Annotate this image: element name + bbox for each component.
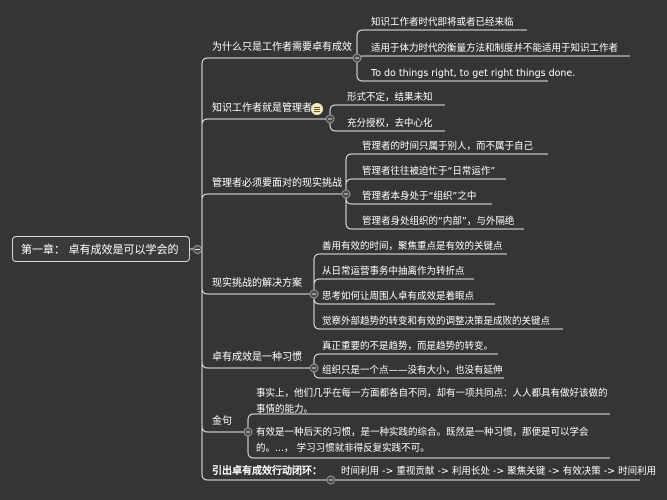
leaf-underline-5-0 (247, 413, 610, 421)
branch-solutions[interactable]: 现实挑战的解决方案 (212, 278, 302, 289)
leaf-inside-isolated[interactable]: 管理者身处组织的“内部”，与外隔绝 (362, 216, 515, 227)
leaf-action-loop-chain[interactable]: 时间利用 -> 重视贡献 -> 利用长处 -> 聚焦关键 -> 有效决策 -> … (341, 466, 657, 477)
leaf-measurement-methods[interactable]: 适用于体力时代的衡量方法和制度并不能适用于知识工作者 (371, 43, 619, 54)
branch-why-effective[interactable]: 为什么只是工作者需要卓有成效 (212, 42, 352, 53)
leaf-underline-2-1 (345, 178, 506, 186)
leaf-underline-2-2 (345, 197, 492, 205)
leaf-underline-2-0 (345, 153, 548, 161)
branch-action-loop[interactable]: 引出卓有成效行动闭环： (212, 466, 322, 477)
leaf-quote-common-ability[interactable]: 事实上，他们几乎在每一方面都各自不同，却有一项共同点：人人都具有做好该做的事情的… (256, 388, 608, 415)
branch-habit[interactable]: 卓有成效是一种习惯 (212, 352, 302, 363)
root-collapse-button[interactable] (193, 245, 202, 254)
branch-underline-5 (201, 425, 248, 433)
root-topic-label: 第一章： 卓有成效是可以学会的 (21, 243, 179, 256)
leaf-quote-habit[interactable]: 有效是一种后天的习惯，是一种实践的综合。既然是一种习惯，那便是可以学会的。...… (256, 427, 589, 454)
root-topic[interactable]: 第一章： 卓有成效是可以学会的 (12, 236, 190, 262)
leaf-underline-4-0 (313, 353, 498, 361)
leaf-underline-0-1 (356, 55, 630, 63)
leaf-daily-operations[interactable]: 管理者往往被迫忙于“日常运作” (362, 166, 496, 177)
branch-underline-1 (201, 118, 330, 126)
leaf-step-away[interactable]: 从日常运营事务中抽离作为转折点 (322, 266, 465, 277)
leaf-underline-3-3 (313, 322, 563, 330)
leaf-form-uncertain[interactable]: 形式不定，结果未知 (347, 92, 433, 103)
leaf-delegation[interactable]: 充分授权，去中心化 (347, 118, 433, 129)
leaf-underline-3-2 (313, 297, 495, 305)
leaf-others-effective[interactable]: 思考如何让周围人卓有成效是着眼点 (322, 291, 475, 302)
leaf-underline-0-0 (356, 29, 527, 37)
leaf-organization-point[interactable]: 组织只是一个点——没有大小，也没有延伸 (322, 365, 503, 376)
leaf-underline-3-0 (313, 253, 507, 261)
branch-knowledge-workers-are-managers[interactable]: 知识工作者就是管理者 (212, 103, 312, 114)
leaf-underline-1-0 (329, 104, 445, 112)
branch-underline-2 (201, 193, 346, 201)
leaf-underline-0-2 (356, 74, 548, 82)
branch-real-challenges[interactable]: 管理者必须要面对的现实挑战 (212, 178, 342, 189)
leaf-use-time[interactable]: 善用有效的时间，聚焦重点是有效的关键点 (322, 241, 503, 252)
branch-underline-6 (201, 473, 331, 481)
leaf-underline-5-1 (247, 451, 610, 459)
leaf-trend-change[interactable]: 真正重要的不是趋势，而是趋势的转变。 (322, 341, 494, 352)
leaf-knowledge-era[interactable]: 知识工作者时代即将或者已经来临 (371, 17, 514, 28)
leaf-underline-2-3 (345, 222, 524, 230)
leaf-within-organization[interactable]: 管理者本身处于“组织”之中 (362, 191, 477, 202)
leaf-time-belongs-others[interactable]: 管理者的时间只属于别人，而不属于自己 (362, 141, 534, 152)
leaf-external-trends[interactable]: 觉察外部趋势的转变和有效的调整决策是成败的关键点 (322, 316, 551, 327)
branch-underline-0 (201, 57, 357, 65)
note-icon[interactable] (311, 103, 323, 115)
leaf-do-things-right[interactable]: To do things right, to get right things … (371, 68, 576, 79)
branch-underline-4 (201, 361, 314, 369)
branch-underline-3 (201, 287, 314, 295)
leaf-underline-1-1 (329, 124, 445, 132)
leaf-underline-4-1 (313, 371, 504, 379)
leaf-underline-3-1 (313, 278, 474, 286)
branch-quotes[interactable]: 金句 (212, 416, 232, 427)
